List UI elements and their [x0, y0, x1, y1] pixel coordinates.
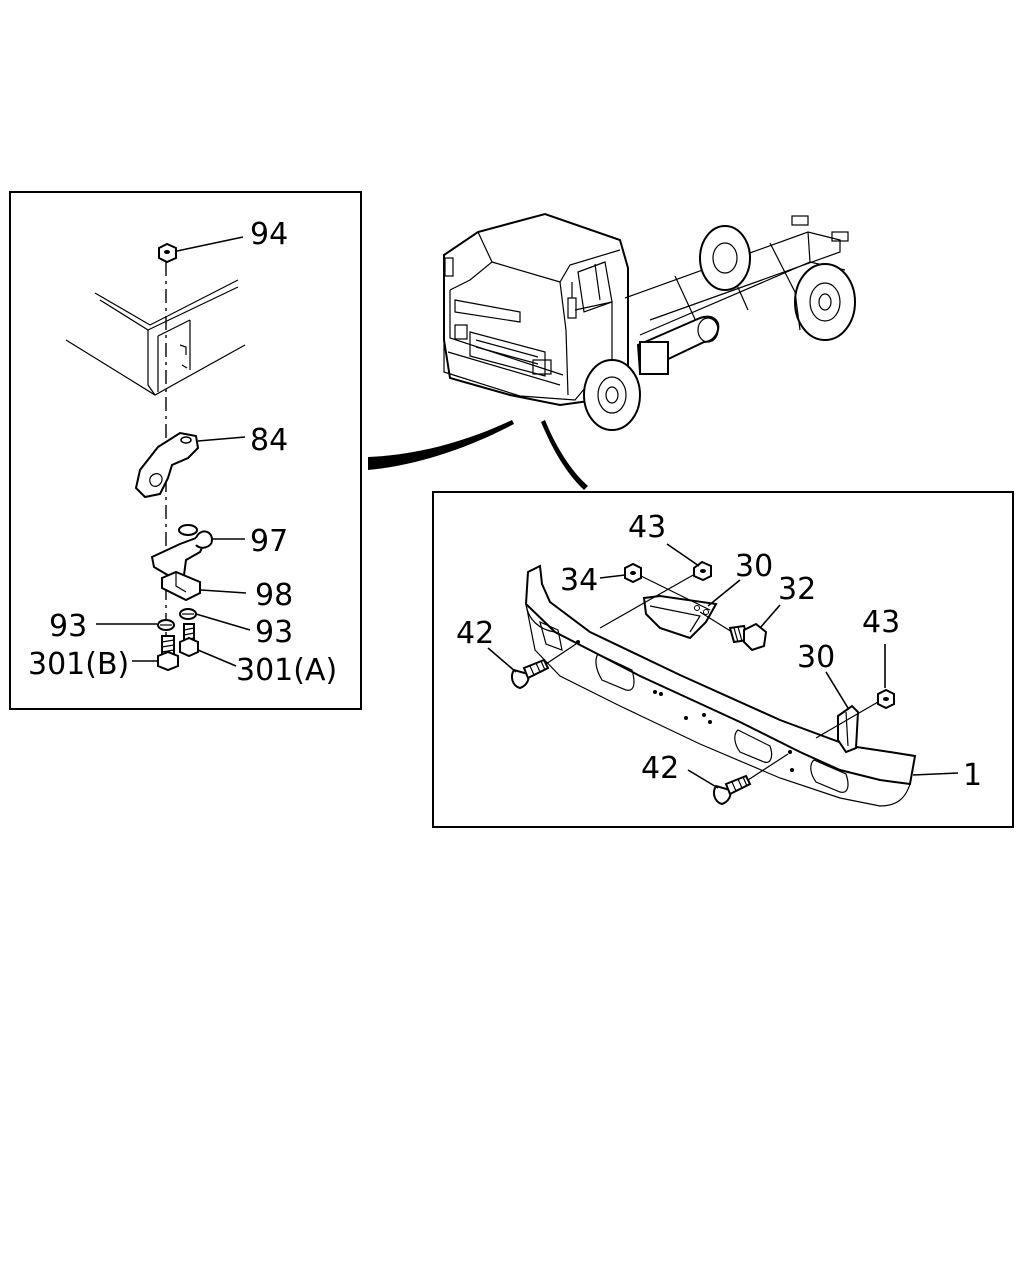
nut-94: [158, 242, 177, 264]
block-98: [161, 570, 201, 602]
label-97: 97: [250, 524, 288, 559]
label-93-left: 93: [49, 609, 87, 644]
leader-94: [176, 236, 244, 252]
leader-98: [200, 589, 247, 594]
screw-42-left: [511, 658, 550, 690]
axis-42-bottom: [747, 753, 789, 781]
label-301b: 301(B): [28, 647, 129, 682]
label-1: 1: [963, 758, 982, 793]
callout-arrow-left: [368, 420, 514, 470]
washer-93-right: [179, 608, 197, 620]
label-93-right: 93: [255, 615, 293, 650]
truck-overview: [443, 212, 856, 431]
nut-43-right: [877, 688, 895, 710]
leader-1: [912, 772, 959, 776]
label-43-right: 43: [862, 605, 900, 640]
label-34: 34: [560, 563, 598, 598]
bolt-301a: [179, 623, 199, 658]
label-42-bottom: 42: [641, 751, 679, 786]
leader-93-right: [195, 613, 251, 631]
nut-43-top: [693, 560, 712, 582]
tow-hook-84: [134, 431, 200, 499]
label-32: 32: [778, 572, 816, 607]
leader-32: [759, 604, 781, 629]
leader-42-left: [487, 647, 517, 673]
bracket-30-top: [642, 594, 718, 640]
callout-arrow-right: [541, 420, 588, 490]
leader-30-right: [825, 671, 849, 709]
bracket-30-right: [837, 704, 860, 754]
leader-42-bottom: [687, 769, 719, 789]
frame-rail-corner: [65, 279, 246, 396]
axis-42-left: [545, 643, 577, 665]
label-30-top: 30: [735, 549, 773, 584]
washer-93-left: [157, 619, 175, 631]
leader-84: [197, 436, 246, 442]
label-301a: 301(A): [236, 653, 337, 688]
bumper-1: [524, 564, 917, 807]
nut-34: [624, 562, 642, 584]
label-42-left: 42: [456, 616, 494, 651]
pin-97: [150, 524, 214, 582]
bolt-301b: [157, 635, 179, 672]
leader-43-top: [666, 543, 700, 567]
label-43-top: 43: [628, 510, 666, 545]
label-84: 84: [250, 423, 288, 458]
label-98: 98: [255, 578, 293, 613]
left-panel-frame: [9, 191, 362, 710]
label-94: 94: [250, 217, 288, 252]
right-detail-panel: 1 30 34 43 32: [432, 491, 1014, 828]
leader-301a: [197, 649, 237, 667]
left-detail-panel: 94 84 97 98 93: [9, 191, 362, 710]
leader-34: [599, 574, 626, 579]
axis-32: [699, 611, 733, 633]
leader-30-top: [707, 579, 741, 607]
right-panel-frame: [432, 491, 1014, 828]
bolt-32: [728, 622, 768, 652]
screw-42-bottom: [713, 774, 752, 806]
axis-43-right: [815, 701, 879, 739]
label-30-right: 30: [797, 640, 835, 675]
axis-34: [640, 575, 711, 611]
axis-43-top: [599, 573, 696, 629]
